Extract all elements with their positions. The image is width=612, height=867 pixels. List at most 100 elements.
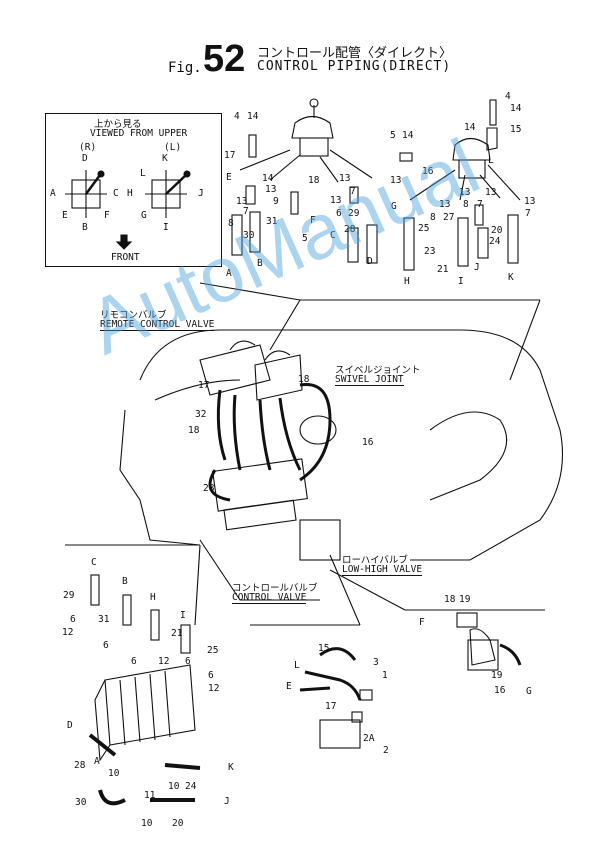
- callout-23: 23: [424, 246, 436, 257]
- title-english: CONTROL PIPING(DIRECT): [257, 59, 452, 74]
- callout-12c: 12: [208, 683, 220, 694]
- callout-28c: 28: [74, 760, 86, 771]
- callout-3: 3: [373, 657, 379, 668]
- letter-h-upper: H: [404, 276, 410, 287]
- callout-2: 2: [383, 745, 389, 756]
- swivel-joint-jp: スイベルジョイント: [335, 365, 421, 376]
- callout-19a: 19: [459, 594, 471, 605]
- inset-letter-h: H: [127, 188, 133, 199]
- callout-8a: 8: [228, 218, 234, 229]
- callout-7d: 7: [525, 208, 531, 219]
- callout-16a: 16: [422, 166, 434, 177]
- callout-7a: 7: [243, 206, 249, 217]
- callout-13e: 13: [390, 175, 402, 186]
- letter-j-lower: J: [224, 796, 230, 807]
- callout-18a: 18: [308, 175, 320, 186]
- letter-f-lower: F: [419, 617, 425, 628]
- callout-6f: 6: [208, 670, 214, 681]
- letter-l-upper: L: [488, 155, 494, 166]
- callout-14b: 14: [262, 173, 274, 184]
- letter-b-upper: B: [257, 258, 263, 269]
- callout-16b: 16: [362, 437, 374, 448]
- inset-letter-b: B: [82, 222, 88, 233]
- callout-6c: 6: [103, 640, 109, 651]
- control-valve-en: CONTROL VALVE: [232, 592, 307, 604]
- callout-29a: 29: [348, 208, 360, 219]
- letter-g-upper: G: [391, 201, 397, 212]
- letter-a-lower: A: [94, 756, 100, 767]
- callout-13a: 13: [265, 184, 277, 195]
- letter-k-upper: K: [508, 272, 514, 283]
- callout-24a: 24: [489, 236, 501, 247]
- callout-8c: 8: [430, 212, 436, 223]
- callout-28b: 28: [203, 483, 215, 494]
- inset-lever-r: [84, 174, 102, 195]
- callout-6e: 6: [185, 656, 191, 667]
- callout-12b: 12: [158, 656, 170, 667]
- letter-i-upper: I: [458, 276, 464, 287]
- callout-30a: 30: [243, 230, 255, 241]
- callout-12a: 12: [62, 627, 74, 638]
- fitting-c: [90, 574, 100, 606]
- callout-31a: 31: [266, 216, 278, 227]
- callout-25a: 25: [418, 223, 430, 234]
- fig-number: 52: [203, 38, 246, 80]
- letter-d-upper: D: [367, 256, 373, 267]
- letter-a-upper: A: [226, 268, 232, 279]
- callout-18c: 18: [298, 374, 310, 385]
- swivel-joint-en: SWIVEL JOINT: [335, 374, 404, 386]
- callout-10b: 10: [168, 781, 180, 792]
- callout-20a: 20: [491, 225, 503, 236]
- callout-13f: 13: [459, 187, 471, 198]
- inset-letter-i: I: [163, 222, 169, 233]
- inset-letter-a: A: [50, 188, 56, 199]
- callout-5a: 5: [302, 233, 308, 244]
- letter-e-lower: E: [286, 681, 292, 692]
- inset-front-label: FRONT: [111, 252, 140, 263]
- callout-4b: 4: [505, 91, 511, 102]
- callout-25b: 25: [207, 645, 219, 656]
- callout-21b: 21: [171, 628, 183, 639]
- callout-6a: 6: [336, 208, 342, 219]
- callout-7b: 7: [350, 186, 356, 197]
- callout-10a: 10: [108, 768, 120, 779]
- letter-c-upper: C: [330, 230, 336, 241]
- letter-k-lower: K: [228, 762, 234, 773]
- callout-13g: 13: [485, 187, 497, 198]
- letter-g-lower: G: [526, 686, 532, 697]
- callout-17: 17: [224, 150, 236, 161]
- letter-h-lower: H: [150, 592, 156, 603]
- inset-letter-c: C: [113, 188, 119, 199]
- callout-18d: 18: [444, 594, 456, 605]
- callout-6d: 6: [131, 656, 137, 667]
- callout-15b: 15: [318, 643, 330, 654]
- callout-14: 14: [247, 111, 259, 122]
- callout-24b: 24: [185, 781, 197, 792]
- inset-right-label: (R): [79, 142, 97, 153]
- letter-f-upper: F: [310, 215, 316, 226]
- callout-13c: 13: [339, 173, 351, 184]
- callout-9a: 9: [273, 196, 279, 207]
- fig-prefix: Fig.: [168, 60, 202, 76]
- letter-j-upper: J: [474, 262, 480, 273]
- callout-20b: 20: [172, 818, 184, 829]
- callout-14d: 14: [464, 122, 476, 133]
- remote-valve-jp: リモコンバルブ: [100, 310, 167, 321]
- callout-4: 4: [234, 111, 240, 122]
- callout-14c: 14: [510, 103, 522, 114]
- callout-13b: 13: [236, 196, 248, 207]
- callout-21a: 21: [437, 264, 449, 275]
- callout-13h: 13: [439, 199, 451, 210]
- callout-11: 11: [144, 790, 156, 801]
- callout-27: 27: [443, 212, 455, 223]
- callout-31b: 31: [98, 614, 110, 625]
- callout-19b: 19: [491, 670, 503, 681]
- inset-letter-j: J: [198, 188, 204, 199]
- letter-e-upper: E: [226, 172, 232, 183]
- inset-left-label: (L): [164, 142, 182, 153]
- inset-letter-f: F: [104, 210, 110, 221]
- inset-letter-d: D: [82, 153, 88, 164]
- callout-15a: 15: [510, 124, 522, 135]
- inset-letter-g: G: [141, 210, 147, 221]
